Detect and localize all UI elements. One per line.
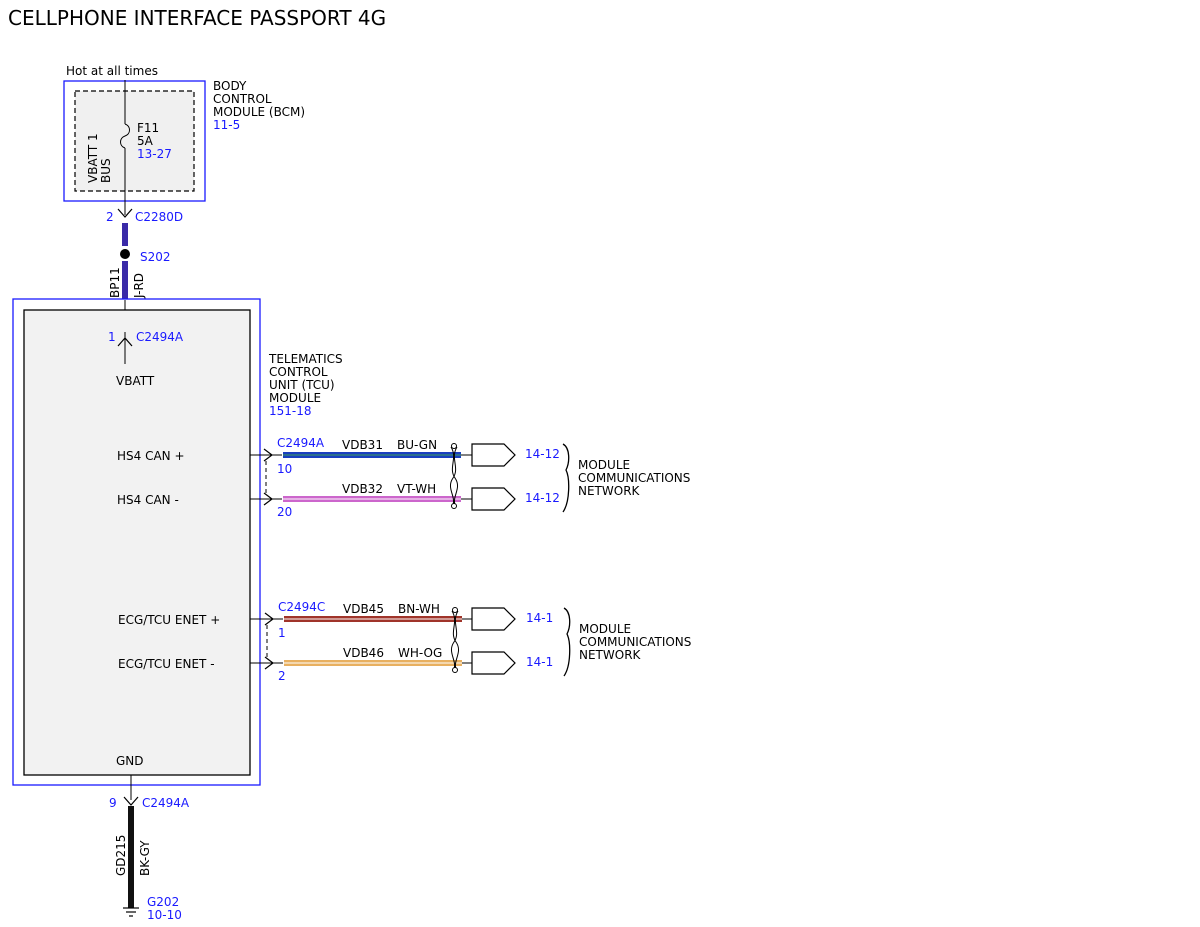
can-twist-end-top (451, 443, 457, 449)
ground-ref: 10-10 (147, 908, 182, 922)
gd215-color: BK-GY (138, 840, 152, 876)
enet-plus-pin: 1 (278, 626, 286, 640)
enet-twist-end-top (452, 607, 458, 613)
bp11-wire-lower (122, 261, 128, 300)
vbatt-connector: C2494A (136, 330, 184, 344)
can-network-line-3: NETWORK (578, 484, 641, 498)
gd215-wire (128, 806, 134, 908)
tcu-name-line-1: TELEMATICS (268, 352, 343, 366)
vdb31-color: BU-GN (397, 438, 437, 452)
gnd-pin: 9 (109, 796, 117, 810)
bcm-ref: 11-5 (213, 118, 240, 132)
enet-minus-arrow-connector (471, 651, 516, 675)
enet-twist-a (451, 610, 460, 670)
can-plus-ref: 14-12 (525, 447, 560, 461)
can-minus-connector-symbol (263, 492, 273, 506)
enet-network-brace (563, 607, 571, 677)
vdb45-circuit: VDB45 (343, 602, 384, 616)
bcm-name-line-1: BODY (213, 79, 247, 93)
can-minus-label: HS4 CAN - (117, 493, 179, 507)
vdb46-circuit: VDB46 (343, 646, 384, 660)
enet-minus-connector-symbol (264, 656, 274, 670)
can-plus-arrow-connector (471, 443, 516, 467)
vbatt-pin: 1 (108, 330, 116, 344)
can-minus-arrow-connector (471, 487, 516, 511)
enet-network-line-2: COMMUNICATIONS (579, 635, 691, 649)
enet-twist-end-bottom (452, 667, 458, 673)
bp11-wire-upper (122, 223, 128, 246)
vdb32-circuit: VDB32 (342, 482, 383, 496)
gnd-connector-symbol (123, 796, 139, 806)
s202-splice (120, 249, 130, 259)
bcm-name-line-3: MODULE (BCM) (213, 105, 305, 119)
enet-plus-connector-symbol (264, 612, 274, 626)
gnd-label: GND (116, 754, 144, 768)
can-network-line-1: MODULE (578, 458, 630, 472)
tcu-name-line-4: MODULE (269, 391, 321, 405)
bcm-bus-box (74, 90, 195, 192)
can-twist-end-bottom (451, 503, 457, 509)
fuse-name: F11 (137, 121, 159, 135)
bus-label-line-1: VBATT 1 (86, 133, 100, 183)
splice-name: S202 (140, 250, 171, 264)
enet-plus-arrow-connector (471, 607, 516, 631)
can-network-brace (562, 443, 570, 513)
enet-plus-label: ECG/TCU ENET + (118, 613, 220, 627)
can-plus-pin: 10 (277, 462, 292, 476)
tcu-module-box (23, 309, 251, 776)
enet-plus-ref: 14-1 (526, 611, 553, 625)
vdb32-color: VT-WH (397, 482, 436, 496)
bp11-circuit: BP11 (108, 267, 122, 298)
c2280d-pin: 2 (106, 210, 114, 224)
bp11-color: J-RD (132, 273, 146, 299)
fuse-ref: 13-27 (137, 147, 172, 161)
enet-network-line-1: MODULE (579, 622, 631, 636)
bcm-name-line-2: CONTROL (213, 92, 272, 106)
gnd-connector: C2494A (142, 796, 190, 810)
power-label: Hot at all times (66, 64, 158, 78)
can-network-line-2: COMMUNICATIONS (578, 471, 690, 485)
fuse-rating: 5A (137, 134, 154, 148)
can-twist-a (450, 446, 459, 506)
c2280d-connector-symbol (117, 208, 133, 218)
bus-label-line-2: BUS (99, 158, 113, 183)
enet-twist-b (450, 610, 459, 670)
can-minus-pin: 20 (277, 505, 292, 519)
enet-connector: C2494C (278, 600, 325, 614)
fuse-symbol (120, 123, 130, 149)
vdb46-color: WH-OG (398, 646, 442, 660)
can-twist-b (449, 446, 458, 506)
ground-name: G202 (147, 895, 179, 909)
tcu-name-line-2: CONTROL (269, 365, 328, 379)
can-connector: C2494A (277, 436, 325, 450)
can-plus-connector-symbol (263, 448, 273, 462)
vdb45-color: BN-WH (398, 602, 440, 616)
vbatt-label: VBATT (116, 374, 155, 388)
tcu-name-line-3: UNIT (TCU) (269, 378, 335, 392)
diagram-title: CELLPHONE INTERFACE PASSPORT 4G (8, 6, 386, 30)
enet-minus-ref: 14-1 (526, 655, 553, 669)
c2280d-name: C2280D (135, 210, 183, 224)
vdb31-circuit: VDB31 (342, 438, 383, 452)
tcu-ref: 151-18 (269, 404, 312, 418)
enet-network-line-3: NETWORK (579, 648, 642, 662)
enet-minus-pin: 2 (278, 669, 286, 683)
can-minus-ref: 14-12 (525, 491, 560, 505)
can-plus-label: HS4 CAN + (117, 449, 185, 463)
enet-minus-label: ECG/TCU ENET - (118, 657, 215, 671)
gd215-circuit: GD215 (114, 835, 128, 876)
